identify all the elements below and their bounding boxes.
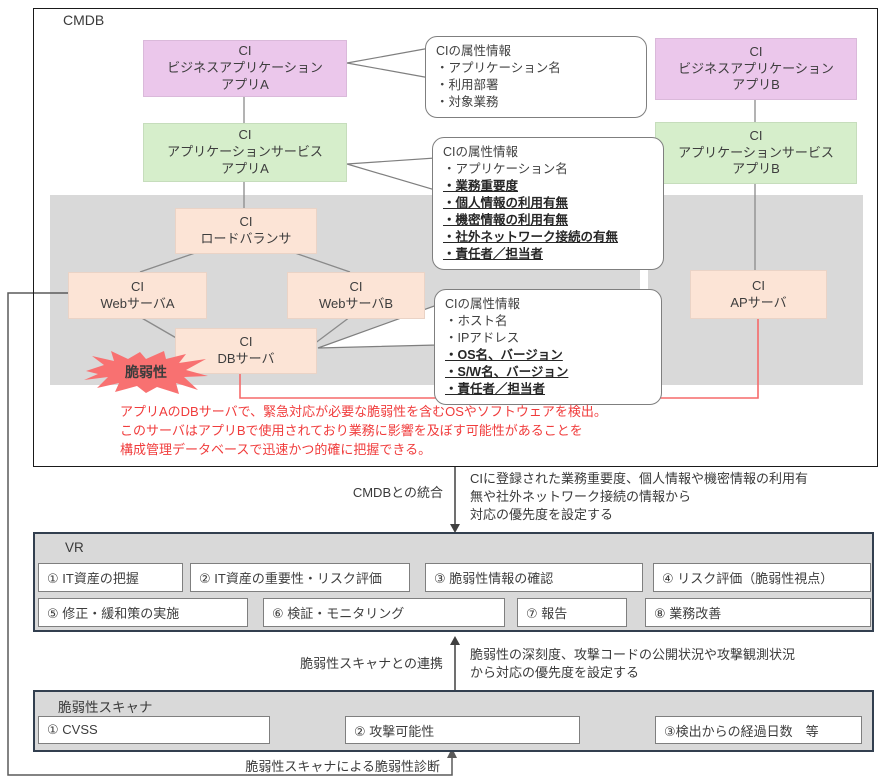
alert-text: アプリAのDBサーバで、緊急対応が必要な脆弱性を含むOSやソフトウェアを検出。 … bbox=[120, 404, 607, 457]
callout-item: ・責任者／担当者 bbox=[443, 247, 544, 261]
callout-attributes-business-app: CIの属性情報 ・アプリケーション名 ・利用部署 ・対象業務 bbox=[425, 36, 647, 118]
node-app-service-a: CI アプリケーションサービス アプリA bbox=[143, 123, 347, 182]
callout-item: ・OS名、バージョン bbox=[445, 348, 563, 362]
node-app-service-b: CI アプリケーションサービス アプリB bbox=[655, 122, 857, 184]
vr-step-3: ③ 脆弱性情報の確認 bbox=[425, 563, 643, 592]
callout-item: ・機密情報の利用有無 bbox=[443, 213, 569, 227]
callout-item: ・対象業務 bbox=[436, 95, 499, 109]
arrow-up-icon bbox=[450, 636, 460, 645]
node-business-app-a: CI ビジネスアプリケーション アプリA bbox=[143, 40, 347, 97]
vr-label: VR bbox=[65, 540, 84, 555]
callout-item: ・責任者／担当者 bbox=[445, 382, 546, 396]
scanner-label: 脆弱性スキャナ bbox=[58, 700, 153, 715]
node-ap-server: CI APサーバ bbox=[690, 270, 827, 319]
scanner-item-elapsed-days: ③検出からの経過日数 等 bbox=[655, 716, 862, 744]
callout-item: ・ホスト名 bbox=[445, 314, 508, 328]
vr-step-6: ⑥ 検証・モニタリング bbox=[263, 598, 505, 627]
callout-item: ・業務重要度 bbox=[443, 179, 519, 193]
callout-title: CIの属性情報 bbox=[436, 44, 512, 58]
cmdb-label: CMDB bbox=[63, 12, 105, 28]
callout-item: ・個人情報の利用有無 bbox=[443, 196, 569, 210]
node-load-balancer: CI ロードバランサ bbox=[175, 208, 317, 254]
scan-diagnosis-label: 脆弱性スキャナによる脆弱性診断 bbox=[245, 759, 440, 774]
callout-item: ・S/W名、バージョン bbox=[445, 365, 569, 379]
vr-step-8: ⑧ 業務改善 bbox=[645, 598, 871, 627]
cmdb-frame bbox=[33, 8, 878, 467]
callout-item: ・利用部署 bbox=[436, 78, 499, 92]
callout-item: ・社外ネットワーク接続の有無 bbox=[443, 230, 619, 244]
scanner-item-attackability: ② 攻撃可能性 bbox=[345, 716, 580, 744]
starburst-label: 脆弱性 bbox=[125, 363, 167, 380]
callout-item: ・IPアドレス bbox=[445, 331, 520, 345]
node-business-app-b: CI ビジネスアプリケーション アプリB bbox=[655, 38, 857, 100]
vr-step-2: ② IT資産の重要性・リスク評価 bbox=[190, 563, 410, 592]
vr-step-7: ⑦ 報告 bbox=[517, 598, 627, 627]
scanner-item-cvss: ① CVSS bbox=[38, 716, 270, 744]
scanner-link-description: 脆弱性の深刻度、攻撃コードの公開状況や攻撃観測状況 から対応の優先度を設定する bbox=[470, 647, 796, 681]
node-db-server: CI DBサーバ bbox=[175, 328, 317, 374]
callout-title: CIの属性情報 bbox=[445, 297, 521, 311]
callout-attributes-server: CIの属性情報 ・ホスト名 ・IPアドレス ・OS名、バージョン ・S/W名、バ… bbox=[434, 289, 662, 405]
scanner-link-label: 脆弱性スキャナとの連携 bbox=[300, 656, 443, 671]
node-web-server-b: CI WebサーバB bbox=[287, 272, 425, 319]
vr-step-1: ① IT資産の把握 bbox=[38, 563, 183, 592]
callout-title: CIの属性情報 bbox=[443, 145, 519, 159]
vulnerability-starburst: 脆弱性 bbox=[84, 349, 208, 394]
node-web-server-a: CI WebサーバA bbox=[68, 272, 207, 319]
vr-step-4: ④ リスク評価（脆弱性視点） bbox=[653, 563, 871, 592]
callout-item: ・アプリケーション名 bbox=[443, 162, 568, 176]
callout-attributes-app-service: CIの属性情報 ・アプリケーション名 ・業務重要度 ・個人情報の利用有無 ・機密… bbox=[432, 137, 664, 270]
vr-step-5: ⑤ 修正・緩和策の実施 bbox=[38, 598, 248, 627]
integration-label: CMDBとの統合 bbox=[352, 485, 443, 500]
integration-description: CIに登録された業務重要度、個人情報や機密情報の利用有 無や社外ネットワーク接続… bbox=[470, 471, 809, 523]
callout-item: ・アプリケーション名 bbox=[436, 61, 561, 75]
